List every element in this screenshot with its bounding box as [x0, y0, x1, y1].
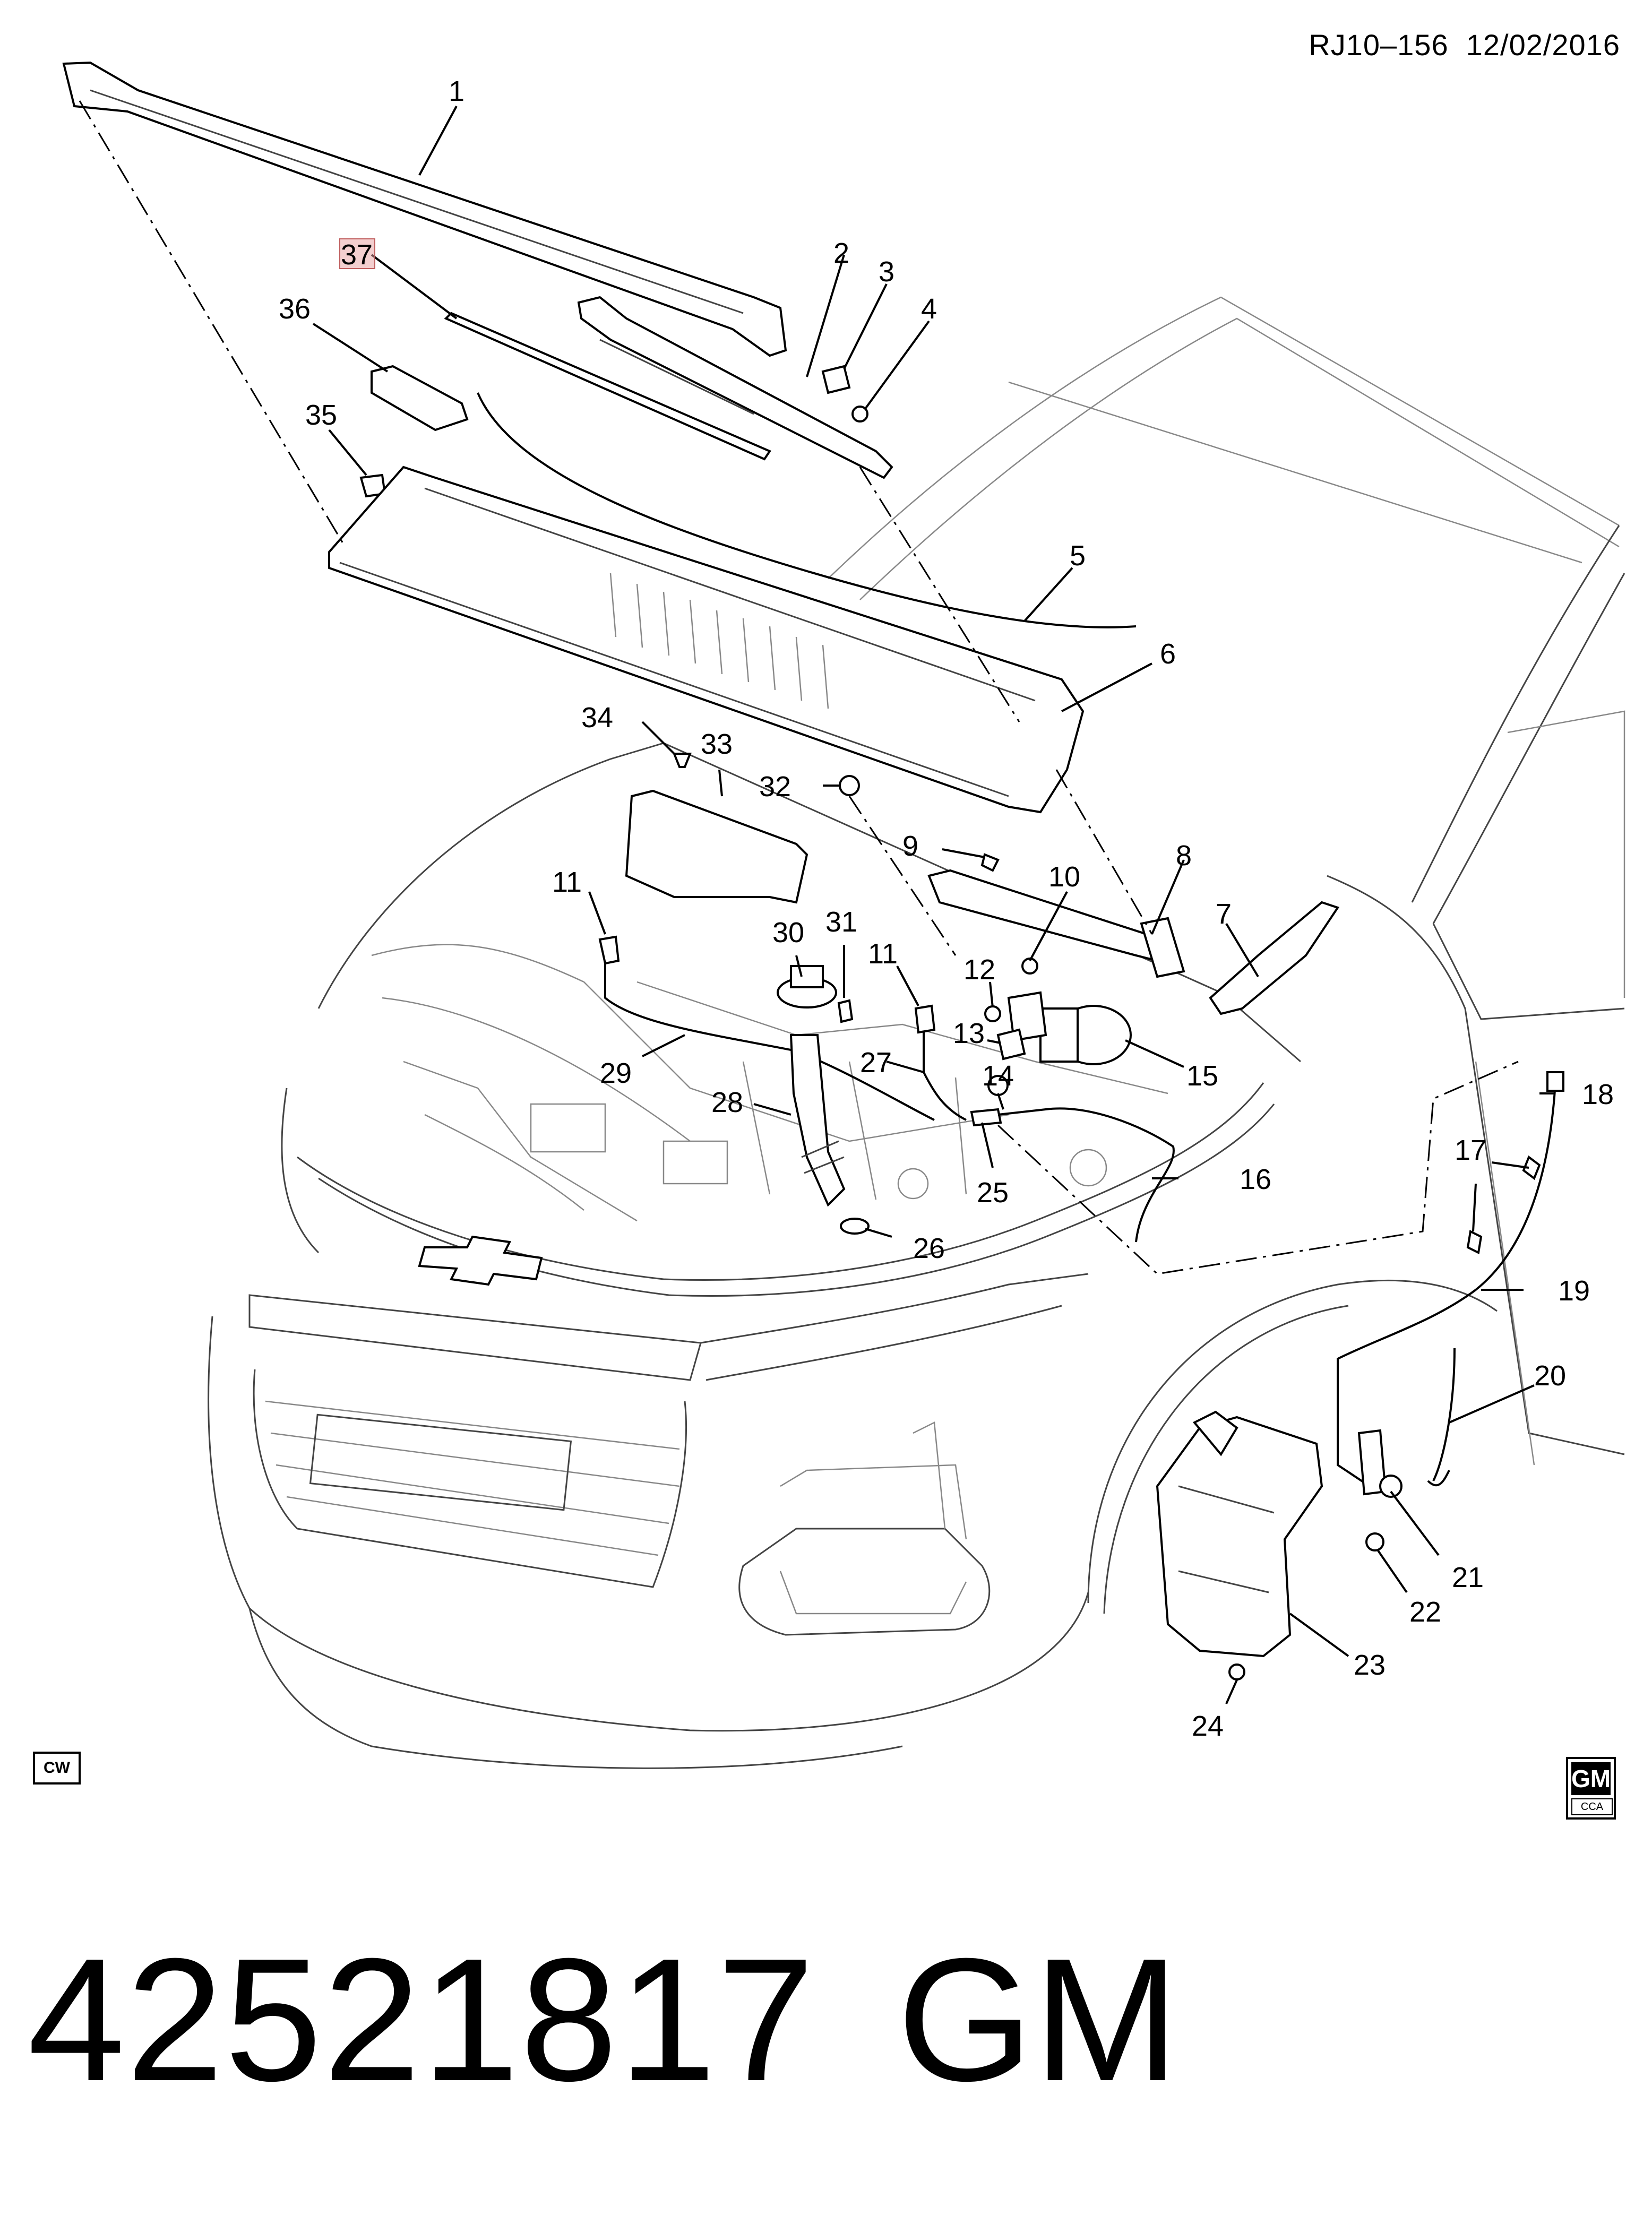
part-5-hood-seal [477, 392, 1137, 628]
callout-31: 31 [825, 906, 857, 938]
callout-3: 3 [879, 256, 894, 288]
part-6-air-inlet-grille [328, 466, 1085, 814]
callout-4: 4 [921, 293, 937, 325]
part-11-check-valve-left [598, 935, 620, 965]
callout-25: 25 [977, 1177, 1009, 1209]
callout-19: 19 [1558, 1275, 1590, 1307]
callout-28: 28 [711, 1087, 743, 1118]
callout-36: 36 [279, 293, 311, 325]
callout-22: 22 [1409, 1596, 1441, 1628]
part-28-filler-tube [789, 1034, 846, 1207]
part-15-wiper-motor [1007, 991, 1132, 1065]
part-10-nut [1021, 958, 1038, 975]
callout-18: 18 [1582, 1079, 1614, 1110]
callout-9: 9 [902, 830, 918, 862]
part-30-filler-cap [777, 965, 837, 1008]
part-33-shield [625, 789, 808, 904]
callout-7: 7 [1216, 898, 1232, 930]
diagram-code: RJ10–156 [1309, 28, 1449, 62]
brand-name: GM [897, 1921, 1180, 2117]
cw-badge: CW [33, 1752, 81, 1785]
callout-15: 15 [1186, 1060, 1218, 1092]
callout-26: 26 [913, 1232, 945, 1264]
callout-21: 21 [1452, 1562, 1484, 1593]
callout-33: 33 [701, 728, 733, 760]
callout-labels: 1 2 3 4 5 6 7 8 9 10 11 11 12 13 14 15 1… [279, 75, 1614, 1742]
alignment-lines [79, 100, 1519, 1275]
part-34-screw [673, 753, 692, 768]
callout-11-left: 11 [552, 866, 582, 898]
part-32-grommet [839, 775, 860, 796]
callout-37: 37 [341, 239, 373, 271]
part-21-washer-pump [1357, 1429, 1403, 1498]
part-24-grommet [1228, 1663, 1245, 1680]
callout-2: 2 [833, 237, 849, 269]
callout-37-highlight [339, 238, 375, 269]
part-19-washer-hose-extension [1337, 1082, 1556, 1487]
callout-6: 6 [1160, 638, 1176, 670]
part-25-connector [970, 1108, 1002, 1127]
callout-10: 10 [1048, 861, 1080, 893]
callout-14: 14 [982, 1060, 1014, 1092]
part-27-washer-hose-center [923, 1032, 967, 1121]
callout-20: 20 [1534, 1360, 1566, 1392]
part-4-nut [851, 406, 868, 423]
callout-12: 12 [963, 954, 995, 986]
callout-1: 1 [449, 75, 464, 107]
callout-24: 24 [1192, 1710, 1224, 1742]
callout-8: 8 [1176, 840, 1192, 872]
part-29-washer-hose-front [604, 961, 935, 1121]
gm-logo-sub: CCA [1571, 1798, 1613, 1815]
part-number: 42521817 [28, 1921, 816, 2117]
gm-cca-logo: GM CCA [1566, 1757, 1616, 1820]
callout-29: 29 [600, 1057, 632, 1089]
part-23-washer-reservoir [1156, 1410, 1323, 1658]
part-26-seal [840, 1218, 870, 1235]
part-12-clip [984, 1005, 1001, 1022]
part-3-cap [821, 365, 851, 394]
callout-11-right: 11 [868, 938, 898, 970]
part-1-cowl-seal [62, 61, 787, 357]
part-31-clip [837, 999, 854, 1023]
part-16-washer-hose-side [997, 1107, 1175, 1243]
part-7-panel-extension [1209, 901, 1340, 1015]
callout-23: 23 [1354, 1649, 1386, 1681]
diagram-date: 12/02/2016 [1466, 28, 1620, 62]
diagram-header: RJ10–156 12/02/2016 [1309, 28, 1620, 62]
part-37-wiper-blade-insert [444, 312, 771, 461]
part-2-wiper-arm-blade [577, 296, 893, 479]
part-11-check-valve-right [914, 1004, 936, 1034]
part-9-bolt [980, 853, 1000, 872]
part-18-connector [1546, 1071, 1564, 1092]
callout-35: 35 [305, 399, 337, 431]
part-20-hose [1427, 1470, 1450, 1487]
callout-27: 27 [860, 1047, 892, 1079]
part-17-clip [1466, 1155, 1541, 1254]
callout-17: 17 [1455, 1134, 1486, 1166]
callout-34: 34 [581, 702, 613, 734]
callout-13: 13 [953, 1018, 985, 1049]
part-13-connector [996, 1028, 1026, 1061]
part-36-cowl-cover-end [371, 365, 469, 432]
callout-16: 16 [1240, 1163, 1271, 1195]
callout-32: 32 [759, 771, 791, 803]
leader-lines [312, 106, 1555, 1704]
gm-logo-mark: GM [1571, 1762, 1611, 1795]
callout-5: 5 [1070, 540, 1086, 572]
callout-30: 30 [772, 917, 804, 949]
part-22-grommet [1365, 1532, 1384, 1551]
